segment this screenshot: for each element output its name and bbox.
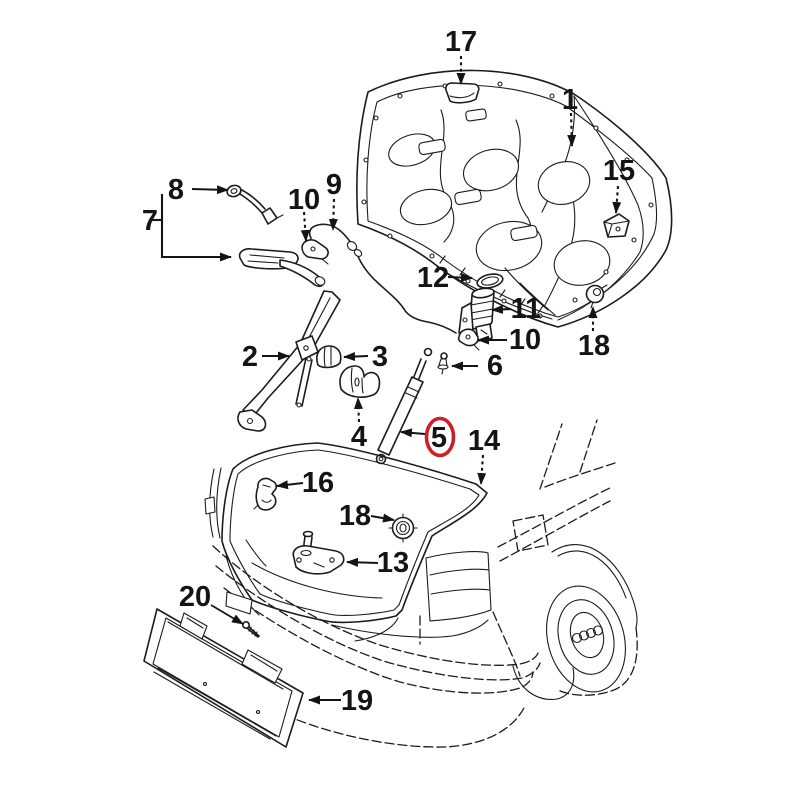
callout-20[interactable]: 20: [179, 581, 211, 613]
cable-end-8-drawing: [226, 184, 284, 225]
callout-17[interactable]: 17: [445, 26, 477, 58]
car-body-drawing: [212, 419, 638, 748]
leader-lines: [152, 56, 622, 705]
grommet-4-drawing: [339, 365, 381, 398]
callout-10-upper[interactable]: 10: [288, 184, 320, 216]
trunk-lid-drawing: [356, 69, 673, 328]
trunk-opening-drawing: [204, 442, 489, 642]
callout-4[interactable]: 4: [351, 421, 367, 453]
callout-18-trunk[interactable]: 18: [339, 500, 371, 532]
callout-1[interactable]: 1: [562, 84, 578, 116]
callout-16[interactable]: 16: [302, 467, 334, 499]
callout-labels: 17 1 15 8 7 10 9 12 11 10 18 2 3 6 4 5 1…: [142, 26, 635, 717]
seal-ring-12-drawing: [476, 273, 504, 289]
callout-2[interactable]: 2: [242, 341, 258, 373]
bracket-16-drawing: [253, 477, 278, 511]
license-panel-19-drawing: [143, 608, 304, 748]
callout-8[interactable]: 8: [168, 174, 184, 206]
callout-14[interactable]: 14: [468, 425, 500, 457]
callout-7[interactable]: 7: [142, 205, 158, 237]
clip-10-upper-drawing: [301, 239, 329, 265]
screw-20-drawing: [242, 620, 260, 638]
clip-10-lower-drawing: [457, 328, 480, 351]
callout-6[interactable]: 6: [487, 350, 503, 382]
callout-12[interactable]: 12: [417, 262, 449, 294]
highlight-circle-part5: [424, 416, 456, 458]
hinge-2-drawing: [237, 290, 341, 432]
callout-5-selected[interactable]: 5: [431, 422, 447, 454]
grommet-18-trunk-drawing: [388, 513, 418, 543]
grommet-3-drawing: [316, 345, 342, 369]
latch-13-drawing: [292, 530, 345, 575]
callout-13[interactable]: 13: [377, 547, 409, 579]
wedge-stop-15-drawing: [603, 213, 630, 238]
callout-18-right[interactable]: 18: [578, 330, 610, 362]
torsion-bar-9-drawing: [308, 223, 457, 334]
callout-10-lower[interactable]: 10: [509, 324, 541, 356]
callout-15[interactable]: 15: [603, 155, 635, 187]
callout-19[interactable]: 19: [341, 685, 373, 717]
callout-3[interactable]: 3: [372, 341, 388, 373]
release-handle-7-drawing: [238, 248, 326, 288]
ball-stud-6-drawing: [437, 352, 449, 375]
buffer-clip-17-drawing: [445, 82, 480, 104]
callout-9[interactable]: 9: [326, 169, 342, 201]
callout-11[interactable]: 11: [511, 293, 542, 325]
grommet-18-right-drawing: [585, 284, 608, 309]
